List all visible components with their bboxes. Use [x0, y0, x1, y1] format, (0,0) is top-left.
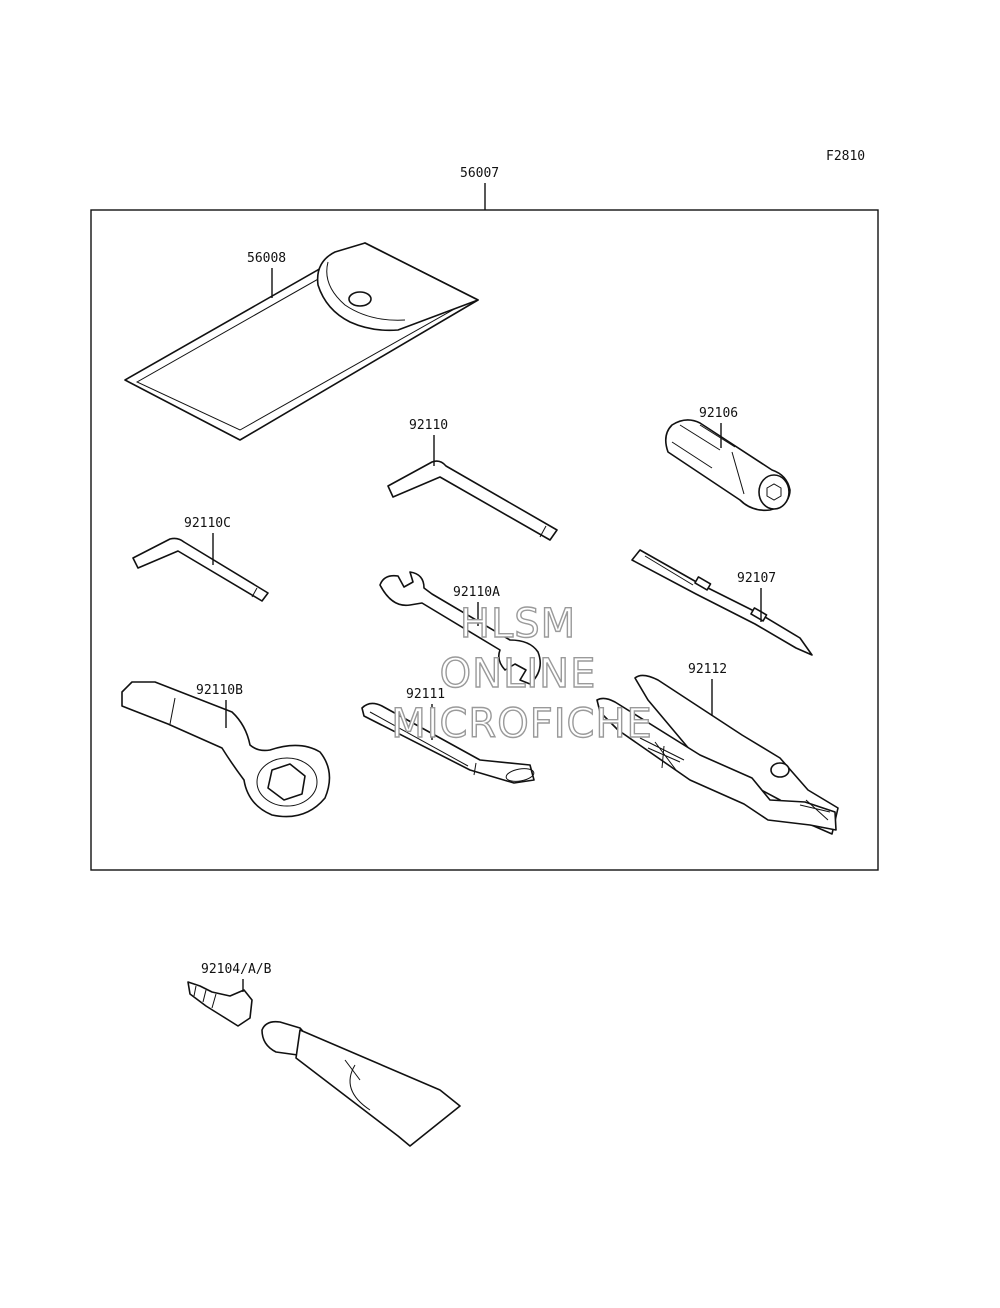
box-wrench-part[interactable]	[121, 681, 331, 818]
part-label-56008[interactable]: 56008	[247, 251, 286, 266]
pliers-part[interactable]	[596, 674, 839, 835]
figure-code: F2810	[826, 149, 865, 164]
part-label-92110[interactable]: 92110	[409, 418, 448, 433]
part-label-92110A[interactable]: 92110A	[453, 585, 500, 600]
hex-wrench-c-part[interactable]	[132, 537, 269, 602]
part-label-92107[interactable]: 92107	[737, 571, 776, 586]
watermark-line-3: MICROFICHE	[391, 701, 653, 747]
watermark-line-2: ONLINE	[440, 651, 597, 697]
watermark: HLSM ONLINE MICROFICHE	[390, 600, 653, 747]
assembly-label[interactable]: 56007	[460, 166, 499, 181]
handle-bar-part[interactable]	[361, 702, 535, 784]
part-label-92112[interactable]: 92112	[688, 662, 727, 677]
part-label-92111[interactable]: 92111	[406, 687, 445, 702]
part-label-92106[interactable]: 92106	[699, 406, 738, 421]
part-label-92104[interactable]: 92104/A/B	[201, 962, 272, 977]
tool-bag-part[interactable]	[124, 242, 479, 441]
socket-wrench-part[interactable]	[664, 419, 791, 512]
repair-kit-part[interactable]	[187, 981, 461, 1147]
part-label-92110C[interactable]: 92110C	[184, 516, 231, 531]
watermark-line-1: HLSM	[460, 601, 576, 647]
hex-wrench-part[interactable]	[387, 460, 558, 541]
assembly-box	[90, 209, 879, 871]
part-label-92110B[interactable]: 92110B	[196, 683, 243, 698]
open-end-wrench-part[interactable]	[379, 571, 541, 685]
screwdriver-part[interactable]	[631, 549, 813, 656]
